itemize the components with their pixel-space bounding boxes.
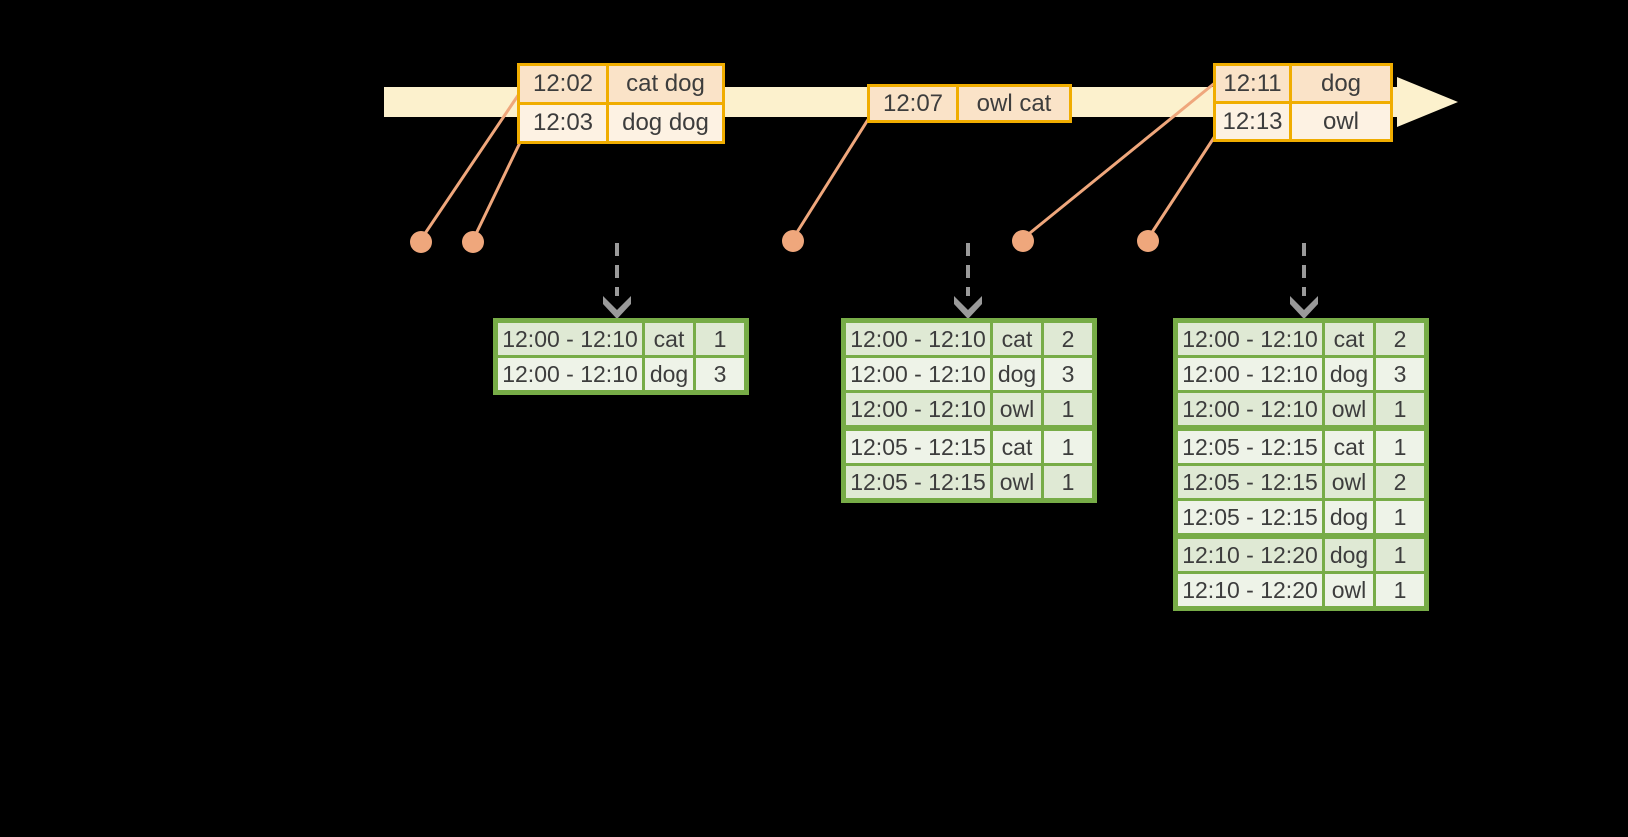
count-cell: 1 xyxy=(1044,466,1092,498)
count-cell: 1 xyxy=(1376,501,1424,533)
timeline-arrowhead-icon xyxy=(1397,77,1458,127)
count-cell: 1 xyxy=(1044,431,1092,463)
count-cell: 2 xyxy=(1376,466,1424,498)
count-cell: 1 xyxy=(1376,431,1424,463)
event-time: 12:13 xyxy=(1216,104,1289,139)
window-cell: 12:05 - 12:15 xyxy=(846,431,990,463)
window-cell: 12:10 - 12:20 xyxy=(1178,539,1322,571)
count-cell: 3 xyxy=(696,358,744,390)
trigger-arrowhead-icon xyxy=(1290,296,1318,319)
event-row: 12:03 dog dog xyxy=(520,105,722,141)
word-cell: owl xyxy=(1325,466,1373,498)
word-cell: dog xyxy=(1325,501,1373,533)
window-cell: 12:00 - 12:10 xyxy=(846,358,990,390)
trigger-arrowhead-icon xyxy=(954,296,982,319)
window-cell: 12:10 - 12:20 xyxy=(1178,574,1322,606)
event-words: dog dog xyxy=(609,105,722,141)
word-cell: dog xyxy=(1325,358,1373,390)
count-cell: 2 xyxy=(1376,323,1424,355)
count-cell: 1 xyxy=(1376,393,1424,425)
word-cell: cat xyxy=(1325,323,1373,355)
event-words: cat dog xyxy=(609,66,722,102)
word-cell: dog xyxy=(1325,539,1373,571)
event-connector-line xyxy=(1147,135,1217,238)
word-cell: owl xyxy=(993,393,1041,425)
event-time-dot xyxy=(410,231,432,253)
event-box-1207: 12:07 owl cat xyxy=(867,84,1072,123)
event-connector-line xyxy=(792,117,871,238)
count-cell: 1 xyxy=(696,323,744,355)
count-cell: 3 xyxy=(1044,358,1092,390)
event-row: 12:13 owl xyxy=(1216,104,1390,139)
word-cell: dog xyxy=(993,358,1041,390)
word-cell: cat xyxy=(1325,431,1373,463)
count-cell: 3 xyxy=(1376,358,1424,390)
window-cell: 12:00 - 12:10 xyxy=(498,358,642,390)
event-row: 12:07 owl cat xyxy=(870,87,1069,120)
event-time: 12:02 xyxy=(520,66,606,102)
window-cell: 12:05 - 12:15 xyxy=(1178,431,1322,463)
event-time-dot xyxy=(1012,230,1034,252)
event-words: dog xyxy=(1292,66,1390,101)
event-row: 12:02 cat dog xyxy=(520,66,722,102)
event-connector-line xyxy=(472,127,529,239)
event-box-1211-1213: 12:11 dog 12:13 owl xyxy=(1213,63,1393,142)
window-cell: 12:00 - 12:10 xyxy=(1178,393,1322,425)
word-cell: cat xyxy=(993,431,1041,463)
count-cell: 1 xyxy=(1376,574,1424,606)
event-connector-line xyxy=(1024,80,1217,239)
window-cell: 12:00 - 12:10 xyxy=(498,323,642,355)
count-cell: 1 xyxy=(1044,393,1092,425)
event-box-1202-1203: 12:02 cat dog 12:03 dog dog xyxy=(517,63,725,144)
word-cell: cat xyxy=(645,323,693,355)
event-connector-line xyxy=(420,87,525,239)
event-time-dot xyxy=(782,230,804,252)
word-cell: owl xyxy=(993,466,1041,498)
window-cell: 12:05 - 12:15 xyxy=(1178,501,1322,533)
word-cell: dog xyxy=(645,358,693,390)
event-row: 12:11 dog xyxy=(1216,66,1390,101)
word-cell: owl xyxy=(1325,574,1373,606)
count-cell: 2 xyxy=(1044,323,1092,355)
event-time-dot xyxy=(462,231,484,253)
window-cell: 12:00 - 12:10 xyxy=(1178,358,1322,390)
window-cell: 12:00 - 12:10 xyxy=(846,323,990,355)
window-cell: 12:00 - 12:10 xyxy=(846,393,990,425)
word-cell: cat xyxy=(993,323,1041,355)
event-words: owl cat xyxy=(959,87,1069,120)
event-time: 12:07 xyxy=(870,87,956,120)
window-cell: 12:05 - 12:15 xyxy=(1178,466,1322,498)
window-cell: 12:00 - 12:10 xyxy=(1178,323,1322,355)
event-time: 12:03 xyxy=(520,105,606,141)
event-time: 12:11 xyxy=(1216,66,1289,101)
count-cell: 1 xyxy=(1376,539,1424,571)
window-cell: 12:05 - 12:15 xyxy=(846,466,990,498)
event-time-dot xyxy=(1137,230,1159,252)
event-words: owl xyxy=(1292,104,1390,139)
word-cell: owl xyxy=(1325,393,1373,425)
trigger-arrowhead-icon xyxy=(603,296,631,319)
